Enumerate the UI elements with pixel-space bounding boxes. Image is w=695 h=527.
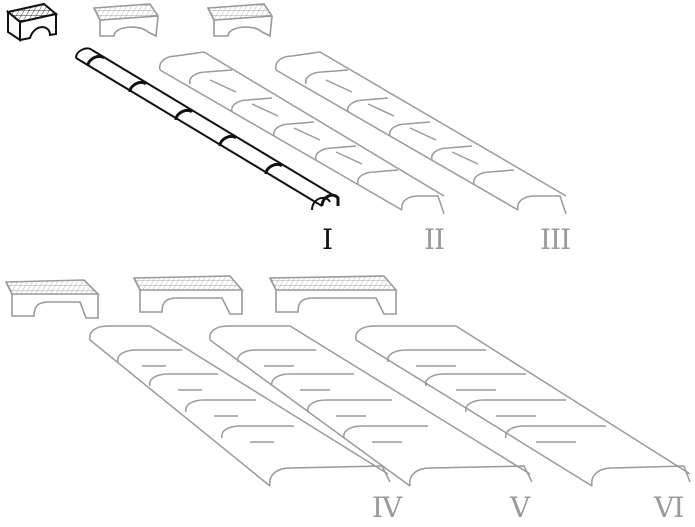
end-cap-block-v bbox=[132, 275, 244, 315]
segment-i bbox=[75, 47, 340, 211]
segment-ii bbox=[159, 51, 445, 215]
variant-label-v: V bbox=[510, 491, 530, 524]
variant-label-iii: III bbox=[540, 223, 571, 256]
end-cap-block-iii bbox=[206, 3, 274, 38]
end-cap-block-vi bbox=[268, 275, 398, 315]
end-cap-block-i bbox=[5, 2, 59, 42]
variant-label-i: I bbox=[322, 223, 333, 256]
end-cap-block-ii bbox=[92, 3, 160, 38]
segment-vi bbox=[355, 325, 691, 487]
variant-label-ii: II bbox=[424, 223, 445, 256]
end-cap-block-iv bbox=[4, 279, 100, 319]
variant-label-vi: VI bbox=[654, 491, 684, 524]
variant-label-iv: IV bbox=[372, 491, 402, 524]
segment-iii bbox=[275, 51, 567, 215]
segment-v bbox=[209, 325, 533, 487]
segment-iv bbox=[89, 325, 391, 487]
